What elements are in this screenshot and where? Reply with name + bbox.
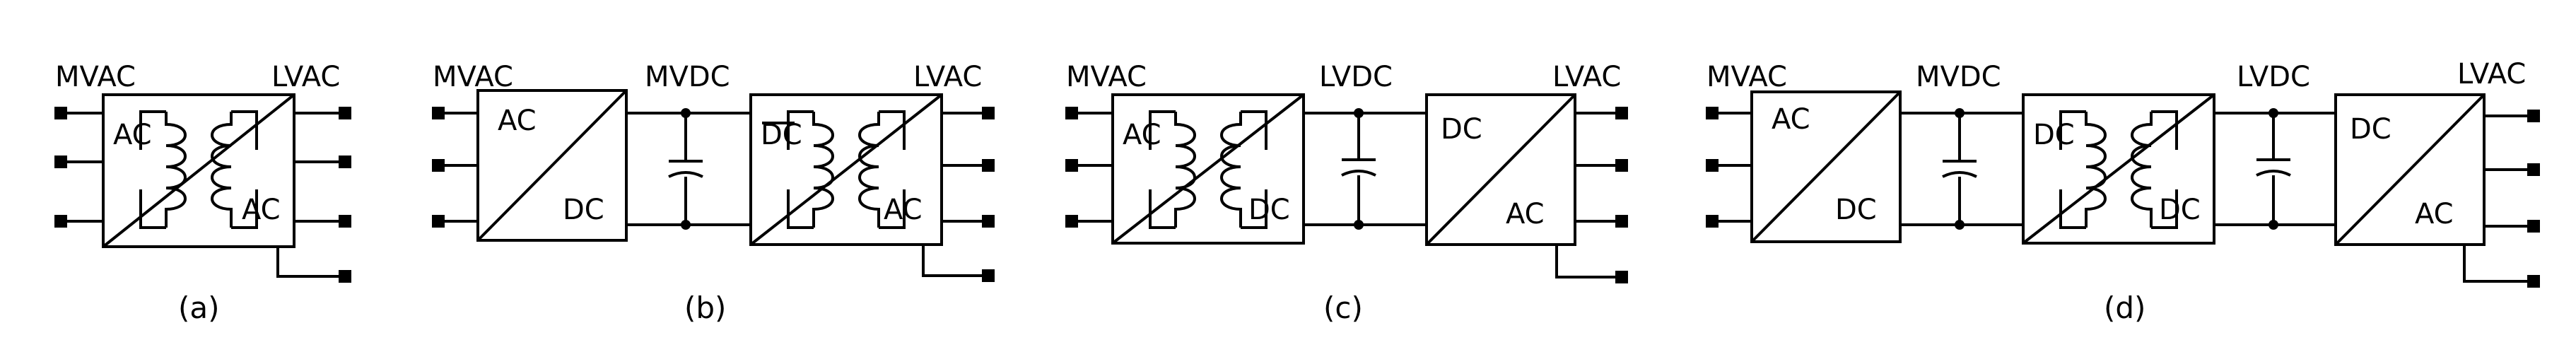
panel-d-lvdc-capacitor — [2255, 158, 2292, 177]
panel-b-block1-bottom-label: DC — [563, 194, 604, 226]
panel-c-left-label: MVAC — [1066, 61, 1147, 93]
panel-c-link-label: LVDC — [1319, 61, 1393, 93]
panel-a-block-diagonal — [102, 93, 295, 248]
panel-a-left-label: MVAC — [55, 61, 136, 93]
output-terminal — [339, 215, 351, 228]
panel-c-dc-capacitor — [1340, 158, 1377, 177]
panel-b-block1-top-label: AC — [498, 105, 537, 137]
panel-d-caption: (d) — [2104, 291, 2145, 325]
panel-d-block1-top-label: AC — [1772, 103, 1810, 136]
panel-b-dc-capacitor — [667, 160, 704, 178]
panel-d-link2-label: LVDC — [2237, 61, 2310, 93]
panel-b-right-label: LVAC — [913, 61, 982, 93]
panel-b-link-label: MVDC — [645, 61, 730, 93]
output-terminal — [339, 156, 351, 168]
panel-d-block3-bottom-label: AC — [2415, 198, 2454, 230]
panel-d-link1-label: MVDC — [1916, 61, 2001, 93]
panel-d-block3-top-label: DC — [2350, 113, 2391, 146]
panel-c-block2-top-label: DC — [1441, 113, 1482, 146]
panel-d-block2-bottom-label: DC — [2159, 194, 2201, 226]
panel-c-block1-bottom-label: DC — [1248, 194, 1290, 226]
panel-a-right-label: LVAC — [271, 61, 340, 93]
panel-d-left-label: MVAC — [1706, 61, 1787, 93]
panel-d: MVAC MVDC LVDC LVAC AC DC DC DC D — [1706, 58, 2540, 325]
panel-c-block2-bottom-label: AC — [1506, 198, 1545, 230]
panel-d-mvdc-capacitor — [1941, 160, 1978, 178]
input-terminal — [54, 107, 67, 119]
panel-b-left-label: MVAC — [433, 61, 513, 93]
panel-c-caption: (c) — [1323, 291, 1363, 325]
panel-b-block2-bottom-label: AC — [884, 194, 923, 226]
input-terminal — [54, 215, 67, 228]
input-terminal — [54, 156, 67, 168]
panel-d-block2-top-label: DC — [2033, 119, 2075, 151]
panel-b-caption: (b) — [684, 291, 726, 325]
panel-d-block1-bottom-label: DC — [1835, 194, 1877, 226]
panel-c-right-label: LVAC — [1552, 61, 1621, 93]
panel-b: MVAC MVDC LVAC AC DC DC AC — [432, 61, 995, 325]
output-terminal — [339, 107, 351, 119]
panel-c: MVAC LVDC LVAC AC DC DC AC — [1065, 61, 1628, 325]
panel-d-right-label: LVAC — [2457, 58, 2526, 90]
panel-c-block1-top-label: AC — [1123, 119, 1161, 151]
panel-a-block-top-label: AC — [113, 119, 152, 151]
panel-a-caption: (a) — [178, 291, 220, 325]
panel-a-block-bottom-label: AC — [242, 194, 281, 226]
panel-a: MVAC LVAC AC AC (a) — [54, 61, 351, 325]
neutral-terminal — [339, 270, 351, 283]
